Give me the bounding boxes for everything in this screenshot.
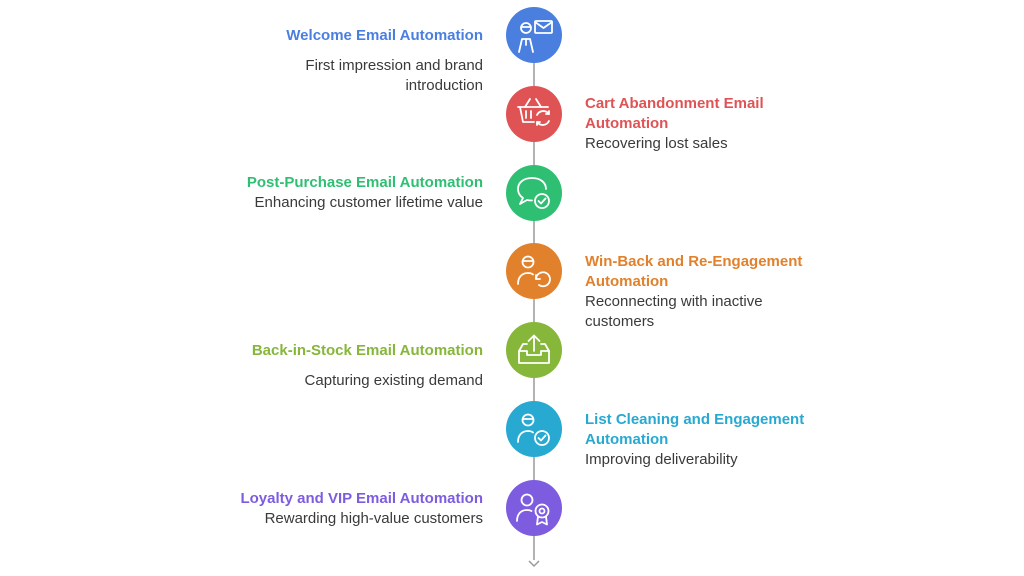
- step-text-win-back: Win-Back and Re-Engagement Automation Re…: [585, 252, 835, 332]
- step-text-post-purchase: Post-Purchase Email Automation Enhancing…: [233, 173, 483, 213]
- step-node-win-back: [505, 242, 563, 300]
- inbox-upload-icon: [506, 322, 562, 378]
- chat-check-icon: [506, 165, 562, 221]
- step-description: Improving deliverability: [585, 451, 738, 468]
- step-description: Recovering lost sales: [585, 135, 728, 152]
- step-description: First impression and brand introduction: [305, 57, 483, 94]
- step-text-loyalty-vip: Loyalty and VIP Email Automation Rewardi…: [233, 489, 483, 529]
- step-title: Cart Abandonment Email Automation: [585, 95, 764, 132]
- step-description: Rewarding high-value customers: [264, 510, 483, 527]
- step-node-list-cleaning: [505, 400, 563, 458]
- step-description: Enhancing customer lifetime value: [254, 194, 483, 211]
- person-refresh-icon: [506, 243, 562, 299]
- step-description: Capturing existing demand: [304, 372, 483, 389]
- basket-refresh-icon: [506, 86, 562, 142]
- step-title: Welcome Email Automation: [286, 27, 483, 44]
- step-node-loyalty-vip: [505, 479, 563, 537]
- step-text-welcome: Welcome Email Automation First impressio…: [233, 26, 483, 96]
- person-award-icon: [506, 480, 562, 536]
- step-node-welcome: [505, 6, 563, 64]
- step-title: Loyalty and VIP Email Automation: [240, 490, 483, 507]
- step-node-cart-abandonment: [505, 85, 563, 143]
- step-text-back-in-stock: Back-in-Stock Email Automation Capturing…: [233, 341, 483, 391]
- person-check-icon: [506, 401, 562, 457]
- step-title: Win-Back and Re-Engagement Automation: [585, 253, 803, 290]
- step-description: Reconnecting with inactive customers: [585, 293, 763, 330]
- step-title: Post-Purchase Email Automation: [246, 174, 483, 191]
- arrow-down-icon: [528, 560, 540, 568]
- step-title: Back-in-Stock Email Automation: [251, 342, 483, 359]
- step-text-list-cleaning: List Cleaning and Engagement Automation …: [585, 410, 835, 470]
- step-text-cart-abandonment: Cart Abandonment Email Automation Recove…: [585, 94, 835, 154]
- step-node-back-in-stock: [505, 321, 563, 379]
- step-title: List Cleaning and Engagement Automation: [585, 411, 805, 448]
- step-node-post-purchase: [505, 164, 563, 222]
- person-email-icon: [506, 7, 562, 63]
